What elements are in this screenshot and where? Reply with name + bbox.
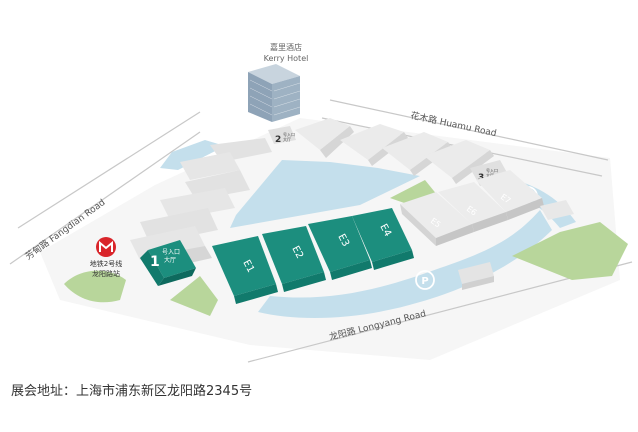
hall-E4[interactable]: E4: [352, 208, 414, 270]
metro-station[interactable]: 地铁2号线 龙阳路站: [90, 237, 122, 278]
hall-E3-label: E3: [335, 232, 351, 248]
entrance-1-building[interactable]: 1 号入口 大厅: [140, 240, 196, 286]
venue-address: 展会地址：上海市浦东新区龙阳路2345号: [11, 384, 253, 399]
entrance-2-sub: 大厅: [283, 136, 291, 142]
parking-garage: [458, 200, 574, 290]
entrance-1-tag: 号入口: [162, 249, 180, 256]
hall-E7[interactable]: E7: [476, 170, 544, 220]
parking-label: P: [421, 276, 428, 287]
parking-marker-south: P: [415, 270, 435, 290]
hotel-name-cn: 嘉里酒店: [270, 42, 302, 52]
hall-E6[interactable]: E6: [438, 182, 508, 232]
entrance-2-tag: 号入口: [283, 131, 295, 137]
west-building-block: [130, 138, 272, 272]
metro-line: 地铁2号线: [90, 259, 122, 268]
hall-E2-label: E2: [289, 244, 305, 260]
hall-E5[interactable]: E5: [400, 192, 474, 246]
entrance-3-number: 3: [478, 173, 484, 183]
hotel-name-en: Kerry Hotel: [264, 54, 309, 63]
venue-map: P P 2 号入口 大厅 3 号入口 大厅: [9, 42, 633, 363]
entrance-3-tag: 号入口: [486, 167, 498, 173]
entrance-1-number: 1: [150, 254, 160, 270]
hall-E4-label: E4: [377, 222, 393, 238]
kerry-hotel[interactable]: 嘉里酒店 Kerry Hotel: [248, 42, 308, 122]
hall-E2[interactable]: E2: [262, 226, 326, 292]
entrance-3-sub: 大厅: [486, 172, 494, 178]
metro-station-name: 龙阳路站: [92, 269, 120, 278]
entrance-1-sub: 大厅: [164, 256, 176, 264]
entrance-2-number: 2: [275, 135, 281, 145]
green-areas: [64, 180, 628, 316]
hall-E1-label: E1: [240, 258, 256, 274]
hall-E1[interactable]: E1: [212, 236, 278, 304]
hall-E3[interactable]: E3: [308, 216, 372, 280]
north-halls: [295, 118, 494, 184]
entrance-2-building[interactable]: 2 号入口 大厅: [268, 126, 296, 145]
